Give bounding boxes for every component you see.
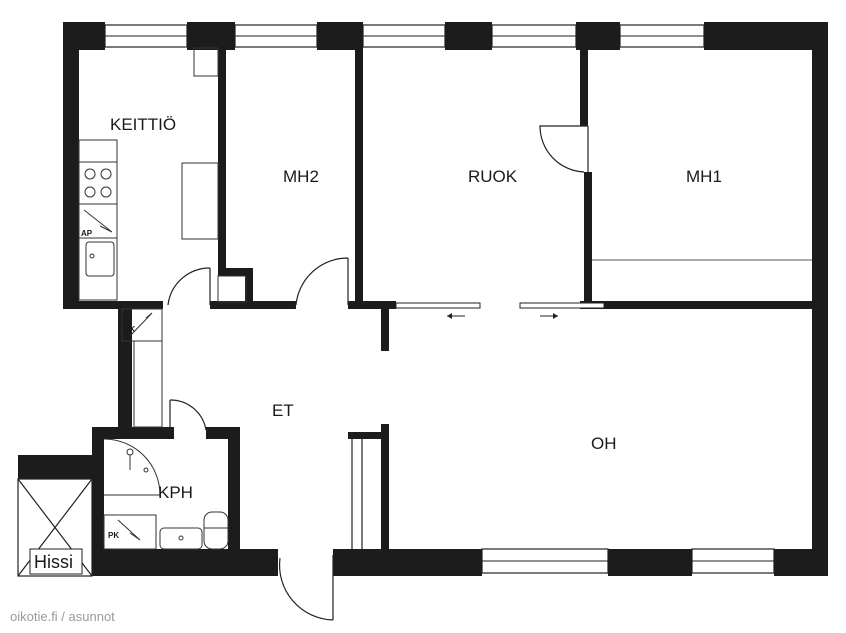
room-label-keittio: KEITTIÖ <box>110 115 176 134</box>
kitchen-fixtures <box>78 47 247 303</box>
closet <box>121 308 163 428</box>
interior-walls <box>63 48 812 554</box>
fixture-label-ap: AP <box>81 229 93 238</box>
fixture-label-jk: JK <box>125 325 135 334</box>
elevator-label: Hissi <box>34 552 73 572</box>
bathroom-fixtures <box>103 438 229 550</box>
room-label-kph: KPH <box>158 483 193 502</box>
fixture-label-pk: PK <box>108 531 119 540</box>
outer-walls <box>18 22 828 576</box>
sliding-doors <box>395 302 605 317</box>
windows <box>104 24 775 574</box>
room-label-mh2: MH2 <box>283 167 319 186</box>
watermark: oikotie.fi / asunnot <box>10 609 115 624</box>
room-label-ruok: RUOK <box>468 167 518 186</box>
room-label-oh: OH <box>591 434 617 453</box>
room-label-mh1: MH1 <box>686 167 722 186</box>
room-label-et: ET <box>272 401 294 420</box>
door-swings <box>167 125 589 621</box>
